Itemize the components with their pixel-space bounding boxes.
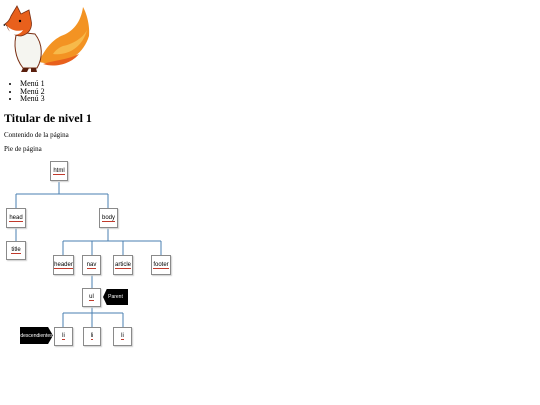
parent-label-tag: Parent [103,289,128,305]
node-body: body [99,208,118,228]
node-footer: footer [151,255,171,275]
page-heading: Titular de nivel 1 [4,111,92,125]
menu-item-2[interactable]: Menú 2 [20,87,45,96]
node-li-3: li [113,327,132,346]
page-footer: Pie de página [4,145,42,153]
descendants-label-tag: descendientes [20,327,53,344]
menu-item-1[interactable]: Menú 1 [20,80,45,88]
node-li-2: li [83,327,101,346]
node-header: header [53,255,74,275]
node-article: article [113,255,133,275]
node-html: html [50,161,68,181]
fox-logo-image [3,5,90,72]
node-head: head [6,208,26,228]
node-ul: ul [82,288,101,307]
node-title: title [6,241,26,260]
page-content: Contenido de la página [4,131,69,139]
menu-item-3[interactable]: Menú 3 [20,95,45,103]
node-li-1: li [54,327,73,346]
navigation-menu: Menú 1 Menú 2 Menú 3 [20,80,45,103]
dom-tree-diagram: html head body title header nav article … [0,155,540,405]
tree-connectors [15,182,162,327]
node-nav: nav [82,255,101,275]
